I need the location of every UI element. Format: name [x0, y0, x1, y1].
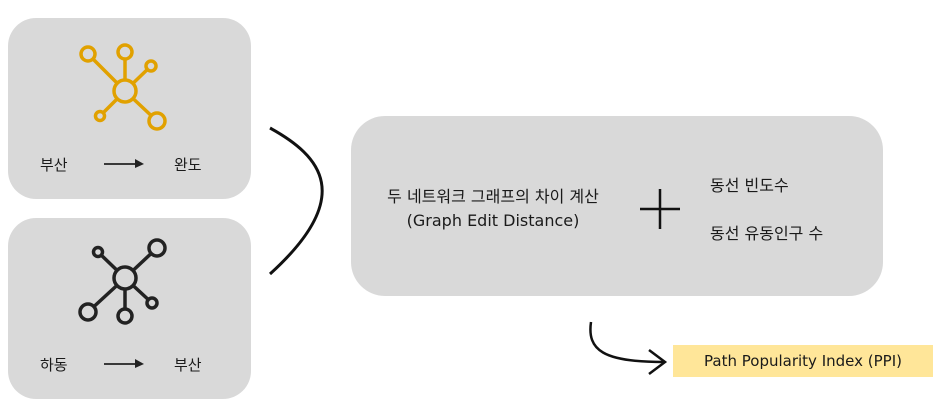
route-top-origin: 부산	[40, 156, 68, 174]
metric-population: 동선 유동인구 수	[710, 224, 824, 243]
network-icon-top	[79, 43, 167, 131]
plus-icon	[640, 189, 680, 229]
route-bottom-origin: 하동	[40, 356, 68, 374]
route-bottom-destination: 부산	[174, 356, 202, 374]
arrow-right-icon	[104, 159, 144, 168]
calculation-card	[351, 116, 883, 296]
arrow-right-icon	[104, 359, 144, 368]
ppi-label: Path Popularity Index (PPI)	[673, 345, 933, 377]
route-top: 부산 완도	[8, 154, 251, 176]
metric-frequency: 동선 빈도수	[710, 176, 789, 195]
network-icon-bottom	[78, 238, 167, 325]
graph-edit-distance-label: 두 네트워크 그래프의 차이 계산 (Graph Edit Distance)	[368, 185, 618, 233]
curved-arrow-icon	[589, 321, 668, 375]
route-top-destination: 완도	[174, 156, 202, 174]
main-subtitle: (Graph Edit Distance)	[406, 211, 580, 230]
main-title: 두 네트워크 그래프의 차이 계산	[387, 187, 599, 206]
route-bottom: 하동 부산	[8, 354, 251, 376]
merge-brace	[268, 126, 324, 276]
